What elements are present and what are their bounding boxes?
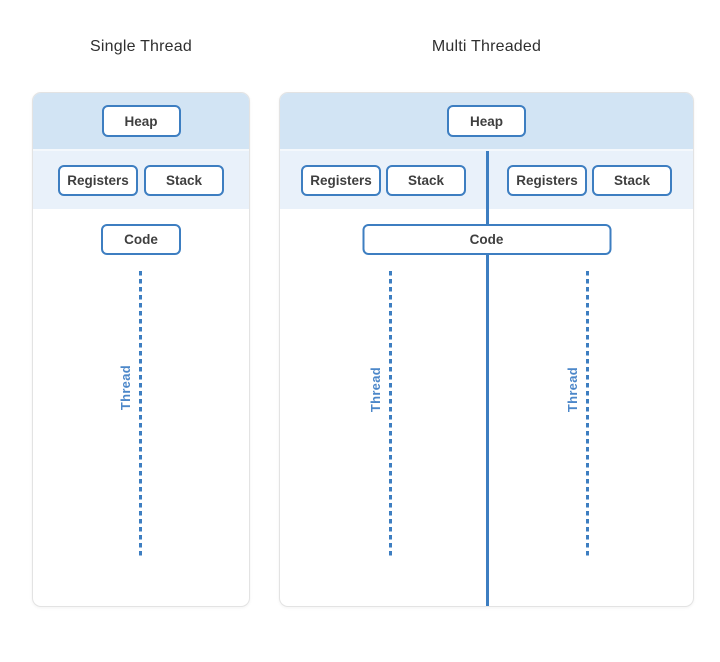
thread1-register-group: Registers Stack [301,164,466,196]
code-box: Code [101,224,181,255]
registers-box: Registers [301,164,381,196]
heap-section: Heap [33,93,249,151]
heap-box: Heap [101,105,181,137]
thread1-dashed-line [389,271,392,556]
single-thread-title: Single Thread [90,38,192,55]
thread1-label: Thread [368,367,383,413]
thread-dashed-line [139,271,142,556]
thread2-dashed-line [586,271,589,556]
thread2-register-group: Registers Stack [507,164,672,196]
code-box: Code [362,224,611,255]
main-thread-solid-line [486,150,489,606]
thread2-label: Thread [565,367,580,413]
registers-box: Registers [507,164,587,196]
single-thread-panel: Heap Registers Stack Code Thread [32,92,250,607]
multi-threaded-title: Multi Threaded [431,38,542,55]
thread-label: Thread [118,365,133,411]
stack-box: Stack [386,164,466,196]
registers-box: Registers [58,164,138,196]
multi-threaded-panel: Heap Registers Stack Registers Stack Cod… [279,92,694,607]
stack-box: Stack [592,164,672,196]
registers-section: Registers Stack [33,151,249,209]
heap-box: Heap [447,105,526,137]
heap-section: Heap [280,93,693,151]
stack-box: Stack [144,164,224,196]
